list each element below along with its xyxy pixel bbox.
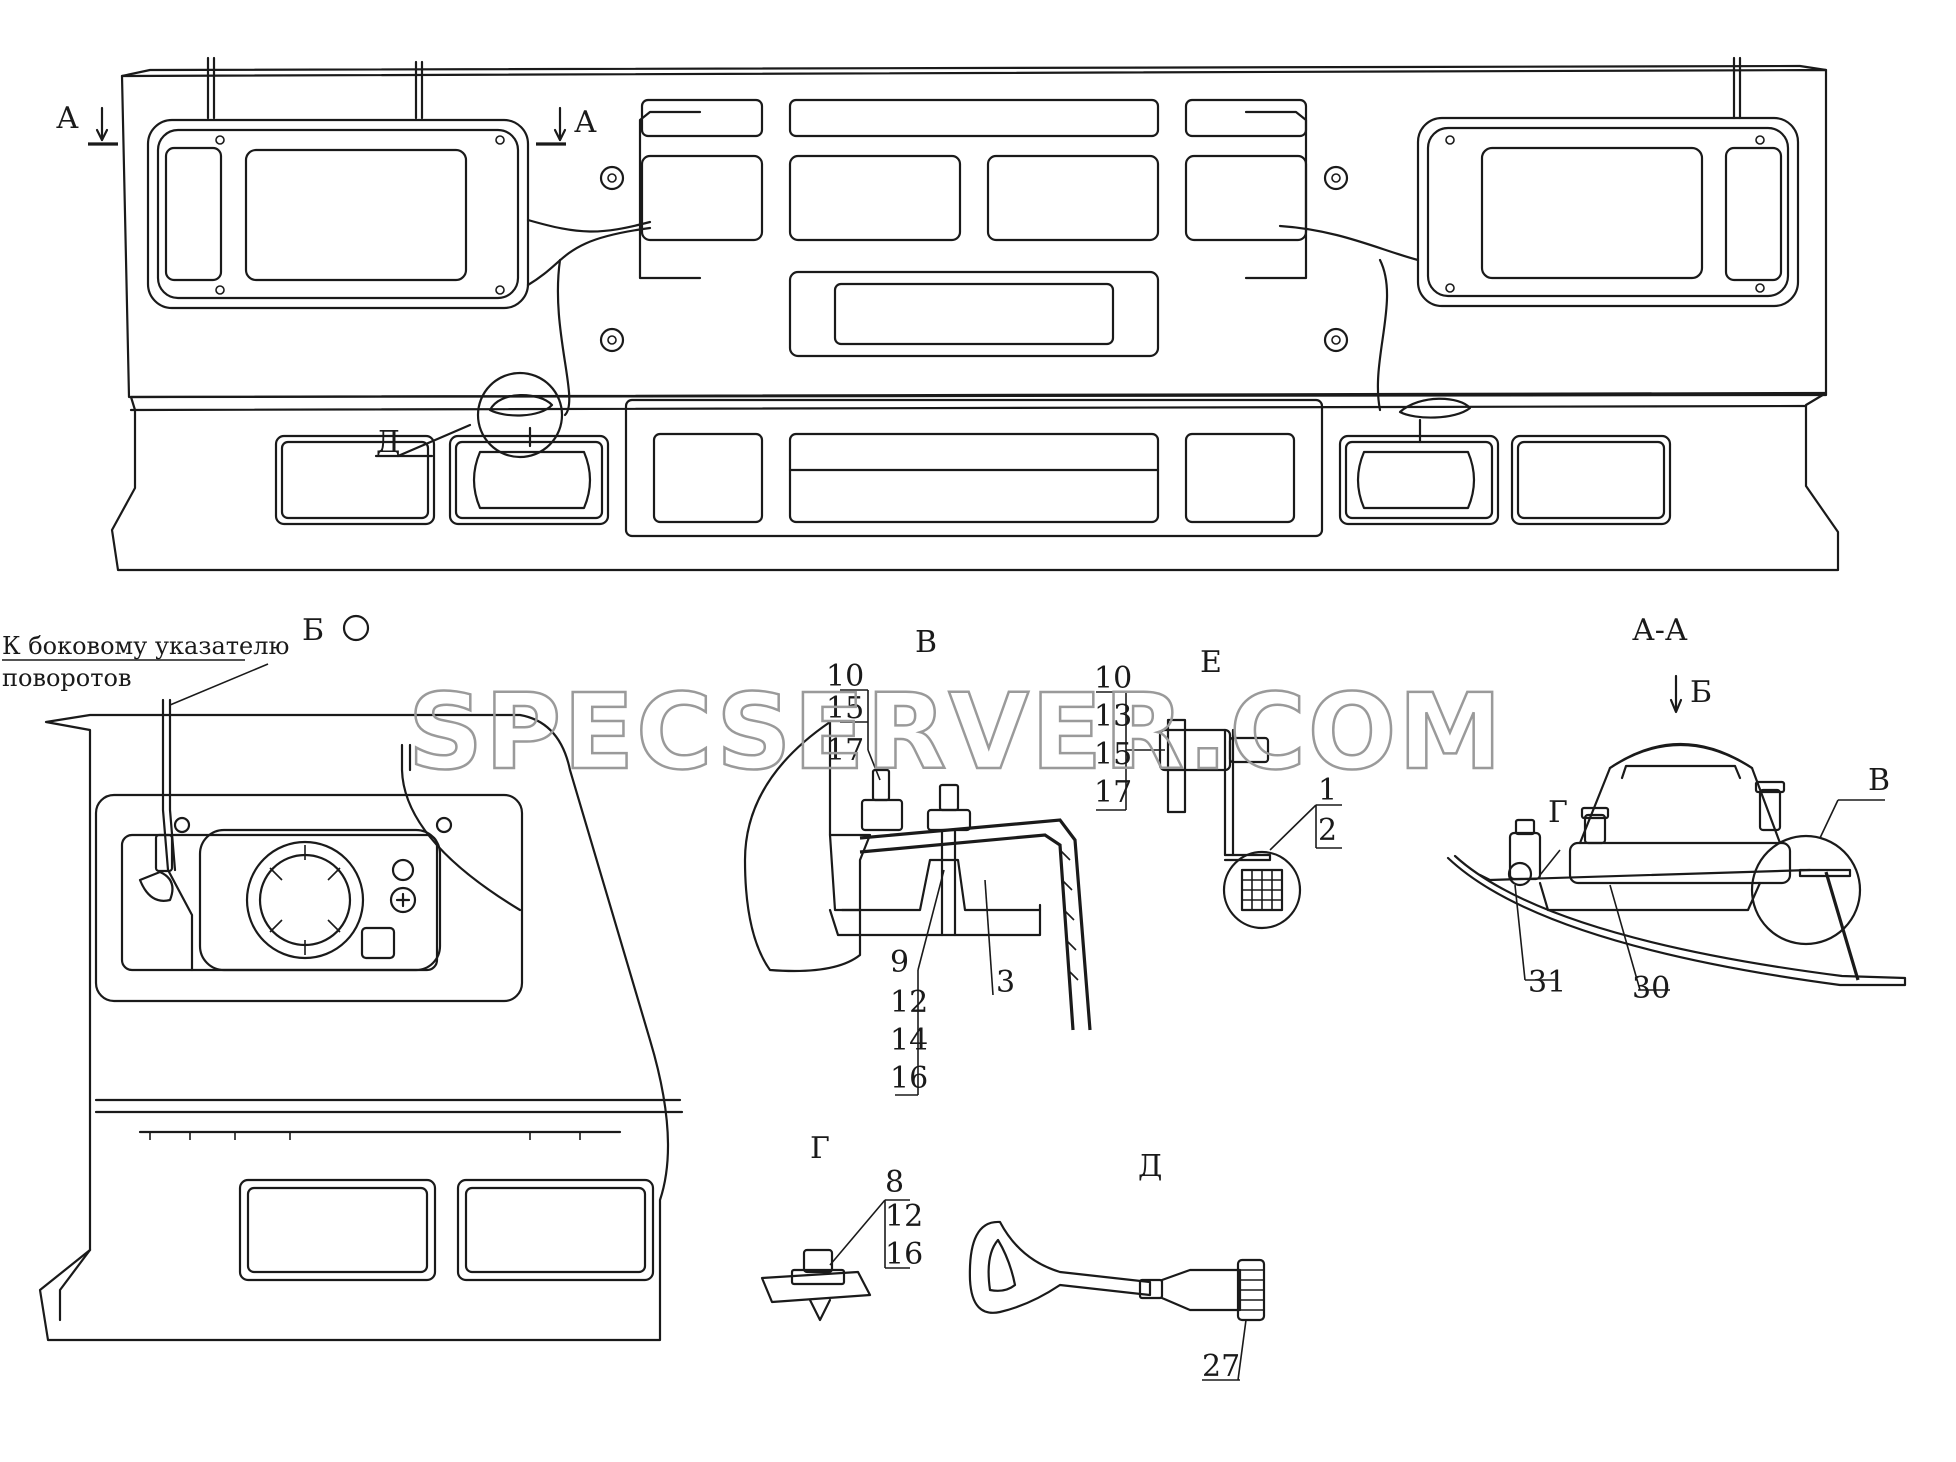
section-mark-a-left: А <box>56 101 79 136</box>
section-aa-title: А-А <box>1632 613 1688 648</box>
section-aa-g: Г <box>1548 795 1568 830</box>
callout-d-1: 27 <box>1202 1349 1240 1384</box>
section-aa-drawing <box>1446 674 1907 991</box>
callout-v-4: 9 <box>890 945 909 980</box>
callout-aa-1: 31 <box>1528 965 1566 1000</box>
callout-g-2: 12 <box>885 1199 923 1234</box>
callout-v-6: 14 <box>890 1023 928 1058</box>
callout-e-4: 17 <box>1094 775 1132 810</box>
callout-v-5: 12 <box>890 985 928 1020</box>
callout-e-2: 13 <box>1094 699 1132 734</box>
front-panel-view <box>88 56 1840 572</box>
callout-v-2: 15 <box>826 691 864 726</box>
note-line-2: поворотов <box>2 664 131 692</box>
callout-e-5: 1 <box>1318 773 1337 808</box>
callout-v-1: 10 <box>826 659 864 694</box>
callout-e-6: 2 <box>1318 813 1337 848</box>
view-d-drawing <box>968 1220 1266 1381</box>
view-v-drawing <box>743 689 1092 1096</box>
view-b-title: Б <box>302 613 324 648</box>
callout-g-3: 16 <box>885 1237 923 1272</box>
callout-e-3: 15 <box>1094 737 1132 772</box>
view-g-title: Г <box>810 1131 830 1166</box>
view-d-callout: Д <box>376 425 400 460</box>
view-e-drawing <box>1096 691 1342 930</box>
section-aa-v: В <box>1868 763 1890 798</box>
callout-g-1: 8 <box>885 1165 904 1200</box>
callout-v-3: 17 <box>826 733 864 768</box>
note-line-1: К боковому указателю <box>2 632 289 660</box>
callout-v-8: 3 <box>996 965 1015 1000</box>
view-v-title: В <box>915 625 937 660</box>
view-g-drawing <box>760 1199 910 1322</box>
section-mark-a-right: А <box>574 105 597 140</box>
callout-v-7: 16 <box>890 1061 928 1096</box>
watermark: SPECSERVER.COM <box>408 671 1504 793</box>
callout-e-1: 10 <box>1094 661 1132 696</box>
view-d-title: Д <box>1138 1149 1162 1184</box>
callout-aa-2: 30 <box>1632 971 1670 1006</box>
section-aa-arrow-b: Б <box>1690 675 1712 710</box>
view-b-drawing <box>2 614 684 1342</box>
view-e-title: Е <box>1200 645 1222 680</box>
